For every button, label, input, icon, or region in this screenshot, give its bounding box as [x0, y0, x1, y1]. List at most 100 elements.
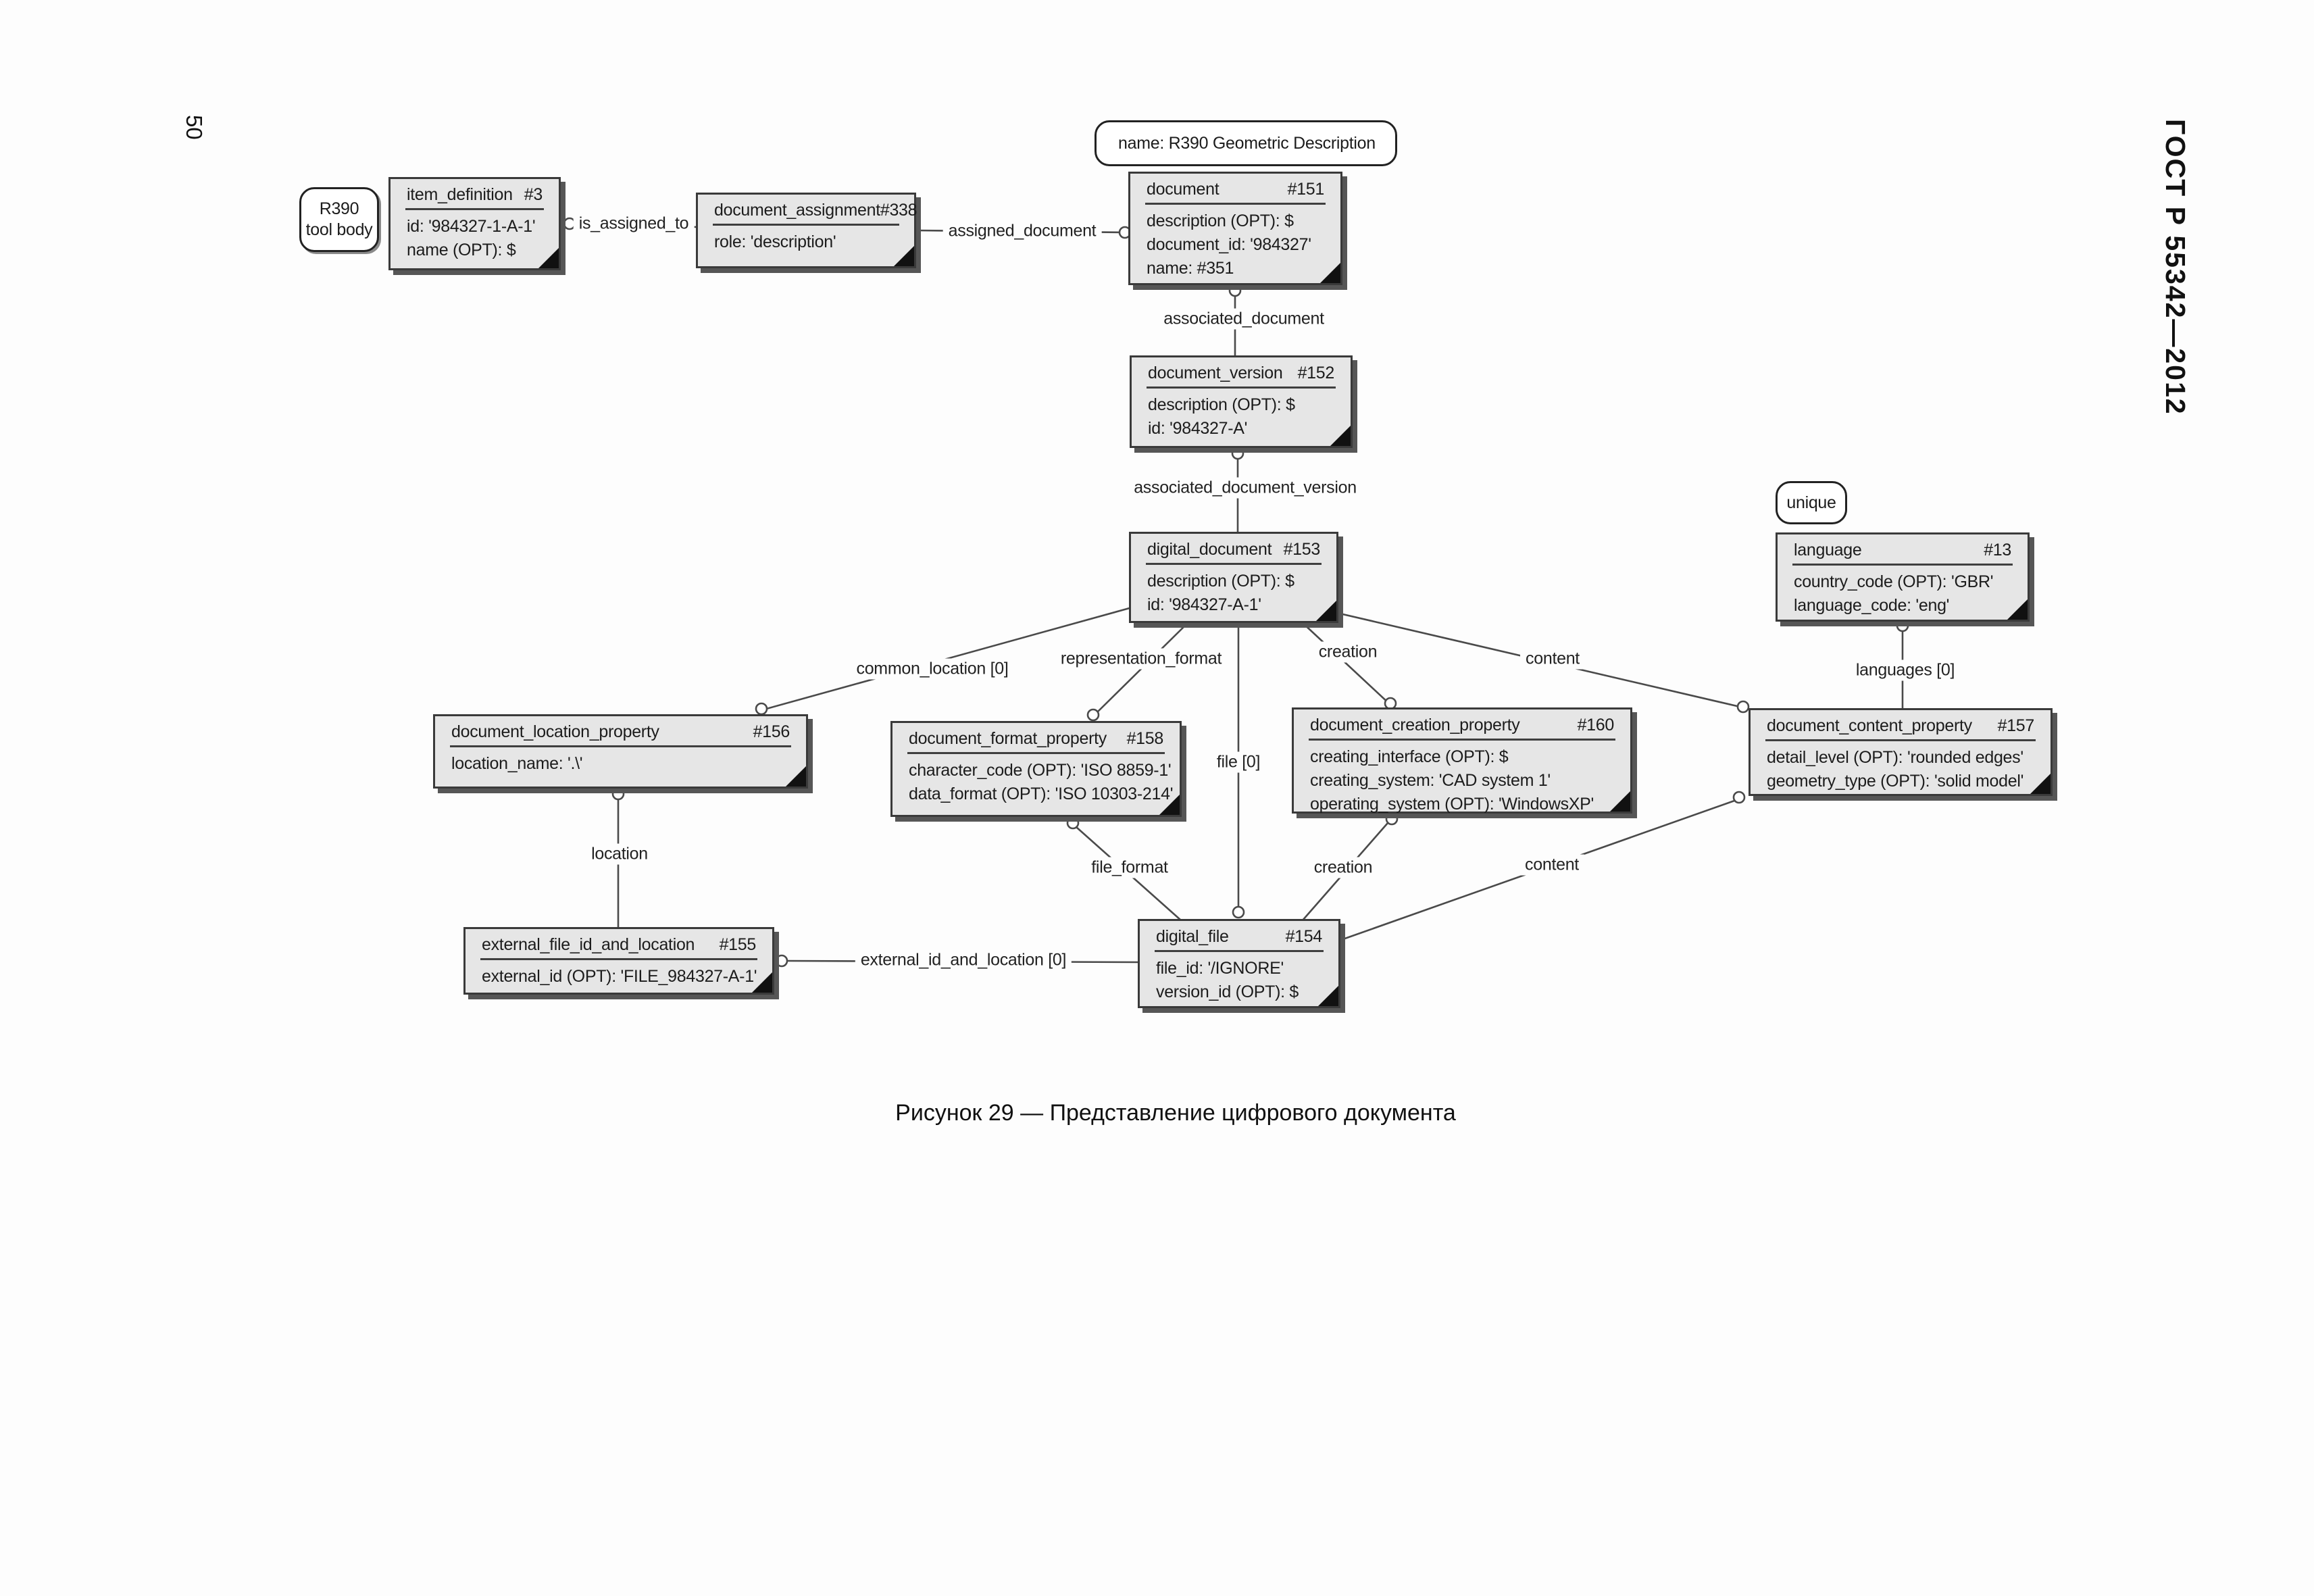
entity-name: language — [1794, 541, 1862, 559]
entity-attribute: document_id: '984327' — [1147, 235, 1311, 254]
entity-instance-id: #152 — [1297, 364, 1335, 382]
entity-name: digital_file — [1156, 927, 1229, 946]
dogear-corner — [1320, 263, 1340, 283]
entity-name: digital_document — [1147, 540, 1272, 559]
wire-terminator — [1231, 447, 1244, 460]
entity-instance-id: #151 — [1287, 180, 1325, 199]
dogear-corner — [1159, 795, 1180, 815]
annotation-r390-tool-body: R390 tool body — [299, 187, 379, 252]
dogear-corner — [1330, 426, 1351, 446]
wire-terminator — [1232, 905, 1245, 919]
entity-header: digital_file #154 — [1155, 921, 1324, 952]
entity-document-version: document_version #152 description (OPT):… — [1130, 355, 1353, 448]
relation-label-creation-upper: creation — [1313, 641, 1383, 663]
relation-label-is-assigned-to: is_assigned_to — [573, 213, 695, 234]
entity-attribute: creating_system: 'CAD system 1' — [1310, 771, 1551, 790]
entity-name: document_format_property — [909, 729, 1107, 748]
relation-label-associated-document: associated_document — [1158, 308, 1330, 330]
entity-header: document_location_property #156 — [450, 716, 791, 747]
entity-header: external_file_id_and_location #155 — [480, 929, 757, 960]
entity-header: document #151 — [1145, 174, 1326, 205]
annotation-line: unique — [1786, 493, 1836, 512]
relation-label-representation-format: representation_format — [1055, 648, 1228, 670]
entity-attribute: location_name: '.\' — [451, 754, 583, 773]
entity-attribute: id: '984327-A' — [1148, 419, 1248, 438]
entity-instance-id: #156 — [753, 722, 790, 741]
entity-document-content-property: document_content_property #157 detail_le… — [1749, 708, 2053, 796]
entity-attribute: description (OPT): $ — [1147, 572, 1294, 591]
entity-header: item_definition #3 — [405, 179, 544, 210]
entity-name: document_assignment — [714, 201, 880, 220]
entity-instance-id: #157 — [1997, 716, 2035, 735]
entity-name: document_content_property — [1767, 716, 1972, 735]
wire-creation-upper — [1301, 621, 1391, 705]
entity-document-creation-property: document_creation_property #160 creating… — [1292, 707, 1632, 814]
entity-name: document_creation_property — [1310, 716, 1520, 734]
wire-terminator — [611, 787, 625, 801]
relation-label-associated-document-version: associated_document_version — [1128, 477, 1362, 499]
annotation-line: tool body — [305, 220, 373, 239]
entity-attribute: version_id (OPT): $ — [1156, 982, 1299, 1001]
relation-label-external-id-and-location: external_id_and_location [0] — [855, 949, 1072, 971]
entity-instance-id: #154 — [1285, 927, 1323, 946]
entity-digital-file: digital_file #154 file_id: '/IGNORE' ver… — [1138, 919, 1340, 1008]
entity-instance-id: #153 — [1283, 540, 1321, 559]
entity-instance-id: #158 — [1126, 729, 1164, 748]
dogear-corner — [894, 246, 914, 266]
dogear-corner — [752, 972, 772, 993]
relation-label-file-format: file_format — [1086, 857, 1174, 878]
entity-header: document_assignment #338 — [713, 195, 917, 226]
entity-attribute: name: #351 — [1147, 259, 1234, 278]
relation-label-location: location — [586, 843, 653, 865]
relation-label-content-lower: content — [1519, 854, 1584, 876]
relation-label-creation-lower: creation — [1308, 857, 1378, 878]
entity-name: document_version — [1148, 364, 1283, 382]
entity-document: document #151 description (OPT): $ docum… — [1128, 172, 1342, 285]
wire-terminator — [1385, 812, 1399, 826]
entity-header: document_content_property #157 — [1765, 710, 2036, 741]
standard-header: ГОСТ Р 55342—2012 — [2160, 119, 2191, 416]
entity-attribute: description (OPT): $ — [1148, 395, 1295, 414]
relation-label-content-upper: content — [1520, 648, 1585, 670]
annotation-line: R390 — [319, 199, 359, 218]
entity-attribute: description (OPT): $ — [1147, 211, 1294, 230]
entity-name: document_location_property — [451, 722, 659, 741]
entity-document-location-property: document_location_property #156 location… — [433, 714, 808, 789]
entity-header: digital_document #153 — [1146, 534, 1322, 565]
dogear-corner — [1610, 791, 1630, 812]
entity-document-assignment: document_assignment #338 role: 'descript… — [696, 193, 917, 268]
wire-terminator — [1086, 708, 1100, 722]
page-number: 50 — [182, 115, 207, 140]
dogear-corner — [2030, 774, 2051, 794]
entity-attribute: file_id: '/IGNORE' — [1156, 959, 1284, 978]
annotation-unique: unique — [1776, 481, 1847, 524]
entity-attribute: data_format (OPT): 'ISO 10303-214' — [909, 784, 1174, 803]
entity-instance-id: #160 — [1577, 716, 1615, 734]
relation-label-file: file [0] — [1211, 751, 1266, 773]
wire-terminator — [1896, 619, 1909, 632]
figure-caption: Рисунок 29 — Представление цифрового док… — [895, 1100, 1456, 1126]
dogear-corner — [2007, 599, 2028, 620]
dogear-corner — [1316, 601, 1336, 621]
wire-terminator — [1228, 284, 1242, 297]
entity-item-definition: item_definition #3 id: '984327-1-A-1' na… — [388, 177, 561, 270]
entity-attribute: country_code (OPT): 'GBR' — [1794, 572, 1994, 591]
entity-attribute: language_code: 'eng' — [1794, 596, 1950, 615]
relation-label-assigned-document: assigned_document — [942, 220, 1102, 242]
entity-attribute: id: '984327-A-1' — [1147, 595, 1261, 614]
entity-attribute: character_code (OPT): 'ISO 8859-1' — [909, 761, 1172, 780]
entity-attribute: creating_interface (OPT): $ — [1310, 747, 1509, 766]
entity-attribute: operating_system (OPT): 'WindowsXP' — [1310, 795, 1594, 814]
entity-header: document_format_property #158 — [907, 723, 1165, 754]
entity-instance-id: #155 — [719, 935, 757, 954]
entity-header: language #13 — [1792, 534, 2013, 566]
entity-attribute: external_id (OPT): 'FILE_984327-A-1' — [482, 967, 757, 986]
wire-terminator — [1732, 791, 1746, 804]
annotation-line: name: R390 Geometric Description — [1118, 133, 1376, 153]
entity-attribute: role: 'description' — [714, 232, 836, 251]
entity-external-file-id-and-location: external_file_id_and_location #155 exter… — [463, 927, 774, 995]
wire-terminator — [1736, 700, 1750, 714]
entity-attribute: name (OPT): $ — [407, 241, 516, 259]
entity-attribute: id: '984327-1-A-1' — [407, 217, 536, 236]
entity-instance-id: #13 — [1984, 541, 2011, 559]
